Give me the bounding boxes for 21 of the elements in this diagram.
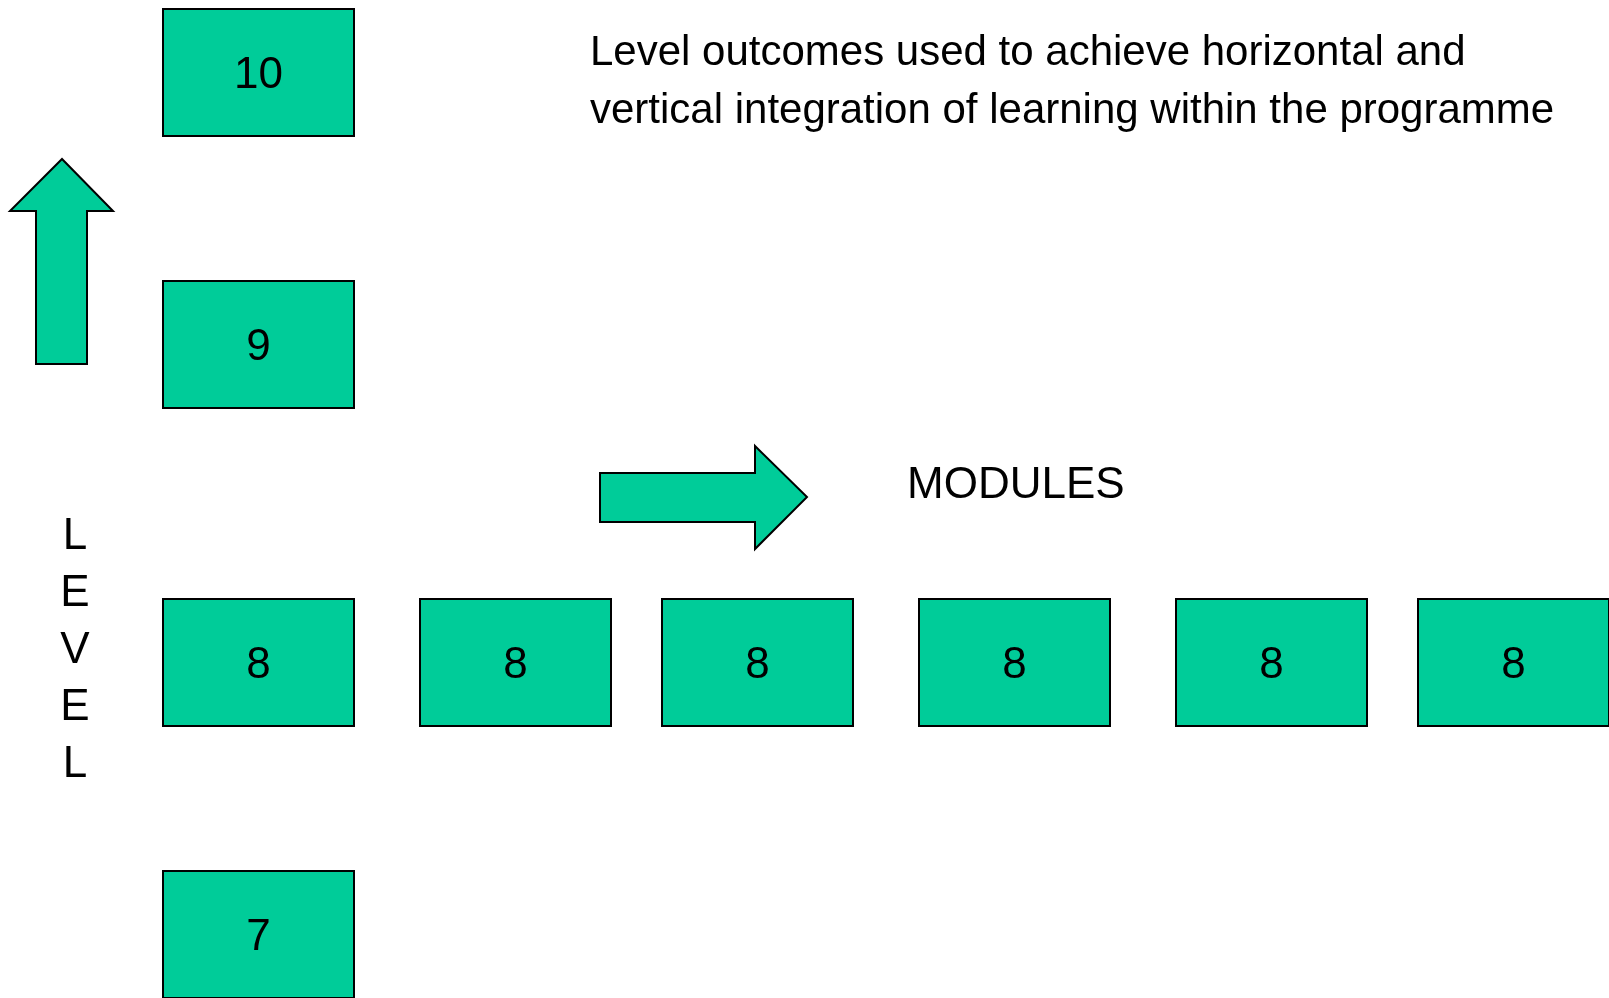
level-number: 8 bbox=[246, 637, 271, 688]
level-number: 8 bbox=[503, 637, 528, 688]
heading: Level outcomes used to achieve horizontal and vertical integration of learning within the programme bbox=[590, 26, 1556, 134]
level-number: 8 bbox=[1002, 637, 1027, 688]
level-box bbox=[162, 280, 355, 409]
level-number: 7 bbox=[246, 909, 271, 960]
level-number: 8 bbox=[1501, 637, 1526, 688]
level-number: 10 bbox=[234, 47, 283, 98]
level-box bbox=[1417, 598, 1609, 727]
level-box bbox=[419, 598, 612, 727]
level-number: 8 bbox=[745, 637, 770, 688]
level-box bbox=[162, 8, 355, 137]
level-box bbox=[918, 598, 1111, 727]
level-box bbox=[162, 870, 355, 998]
level-box bbox=[661, 598, 854, 727]
level-number: 9 bbox=[246, 319, 271, 370]
level-number: 8 bbox=[1259, 637, 1284, 688]
axis-label: MODULES bbox=[907, 458, 1125, 508]
axis-label: LEVEL bbox=[59, 508, 91, 788]
level-box bbox=[1175, 598, 1368, 727]
level-box bbox=[162, 598, 355, 727]
